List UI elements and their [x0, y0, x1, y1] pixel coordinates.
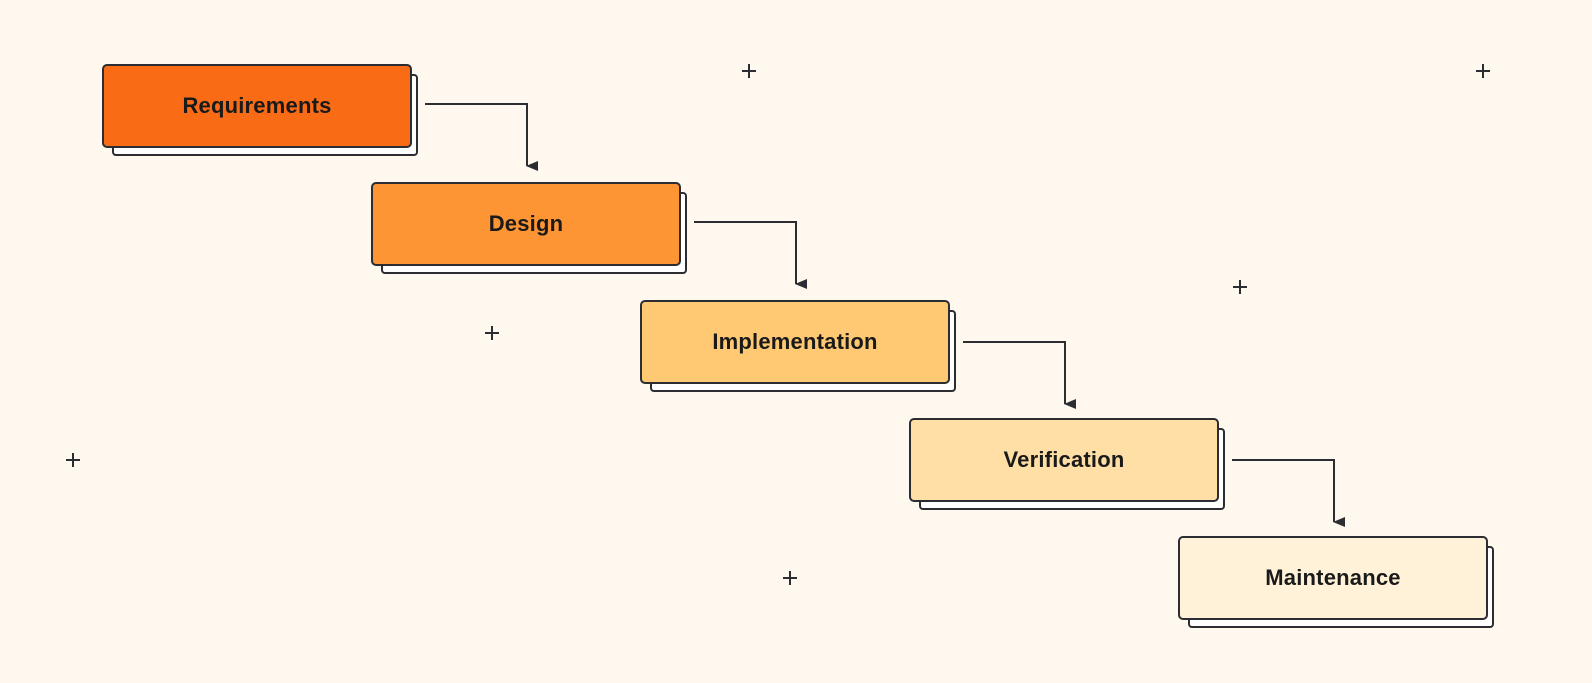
connector-arrow-requirements-to-design	[425, 103, 538, 171]
stage-design[interactable]: Design	[371, 182, 681, 266]
plus-icon	[783, 571, 797, 585]
stage-label-implementation: Implementation	[712, 329, 878, 354]
connector-arrow-implementation-to-verification	[963, 341, 1076, 409]
plus-icon	[485, 326, 499, 340]
stage-verification[interactable]: Verification	[909, 418, 1219, 502]
stage-requirements[interactable]: Requirements	[102, 64, 412, 148]
stage-label-maintenance: Maintenance	[1265, 565, 1401, 590]
connector-arrow-verification-to-maintenance	[1232, 459, 1345, 527]
plus-icon	[1476, 64, 1490, 78]
stage-implementation[interactable]: Implementation	[640, 300, 950, 384]
plus-icon	[66, 453, 80, 467]
stage-label-verification: Verification	[1003, 447, 1125, 472]
connector-arrow-design-to-implementation	[694, 221, 807, 289]
stage-maintenance[interactable]: Maintenance	[1178, 536, 1488, 620]
stage-label-requirements: Requirements	[182, 93, 332, 118]
plus-icon	[742, 64, 756, 78]
plus-icon	[1233, 280, 1247, 294]
stage-label-design: Design	[488, 211, 564, 236]
